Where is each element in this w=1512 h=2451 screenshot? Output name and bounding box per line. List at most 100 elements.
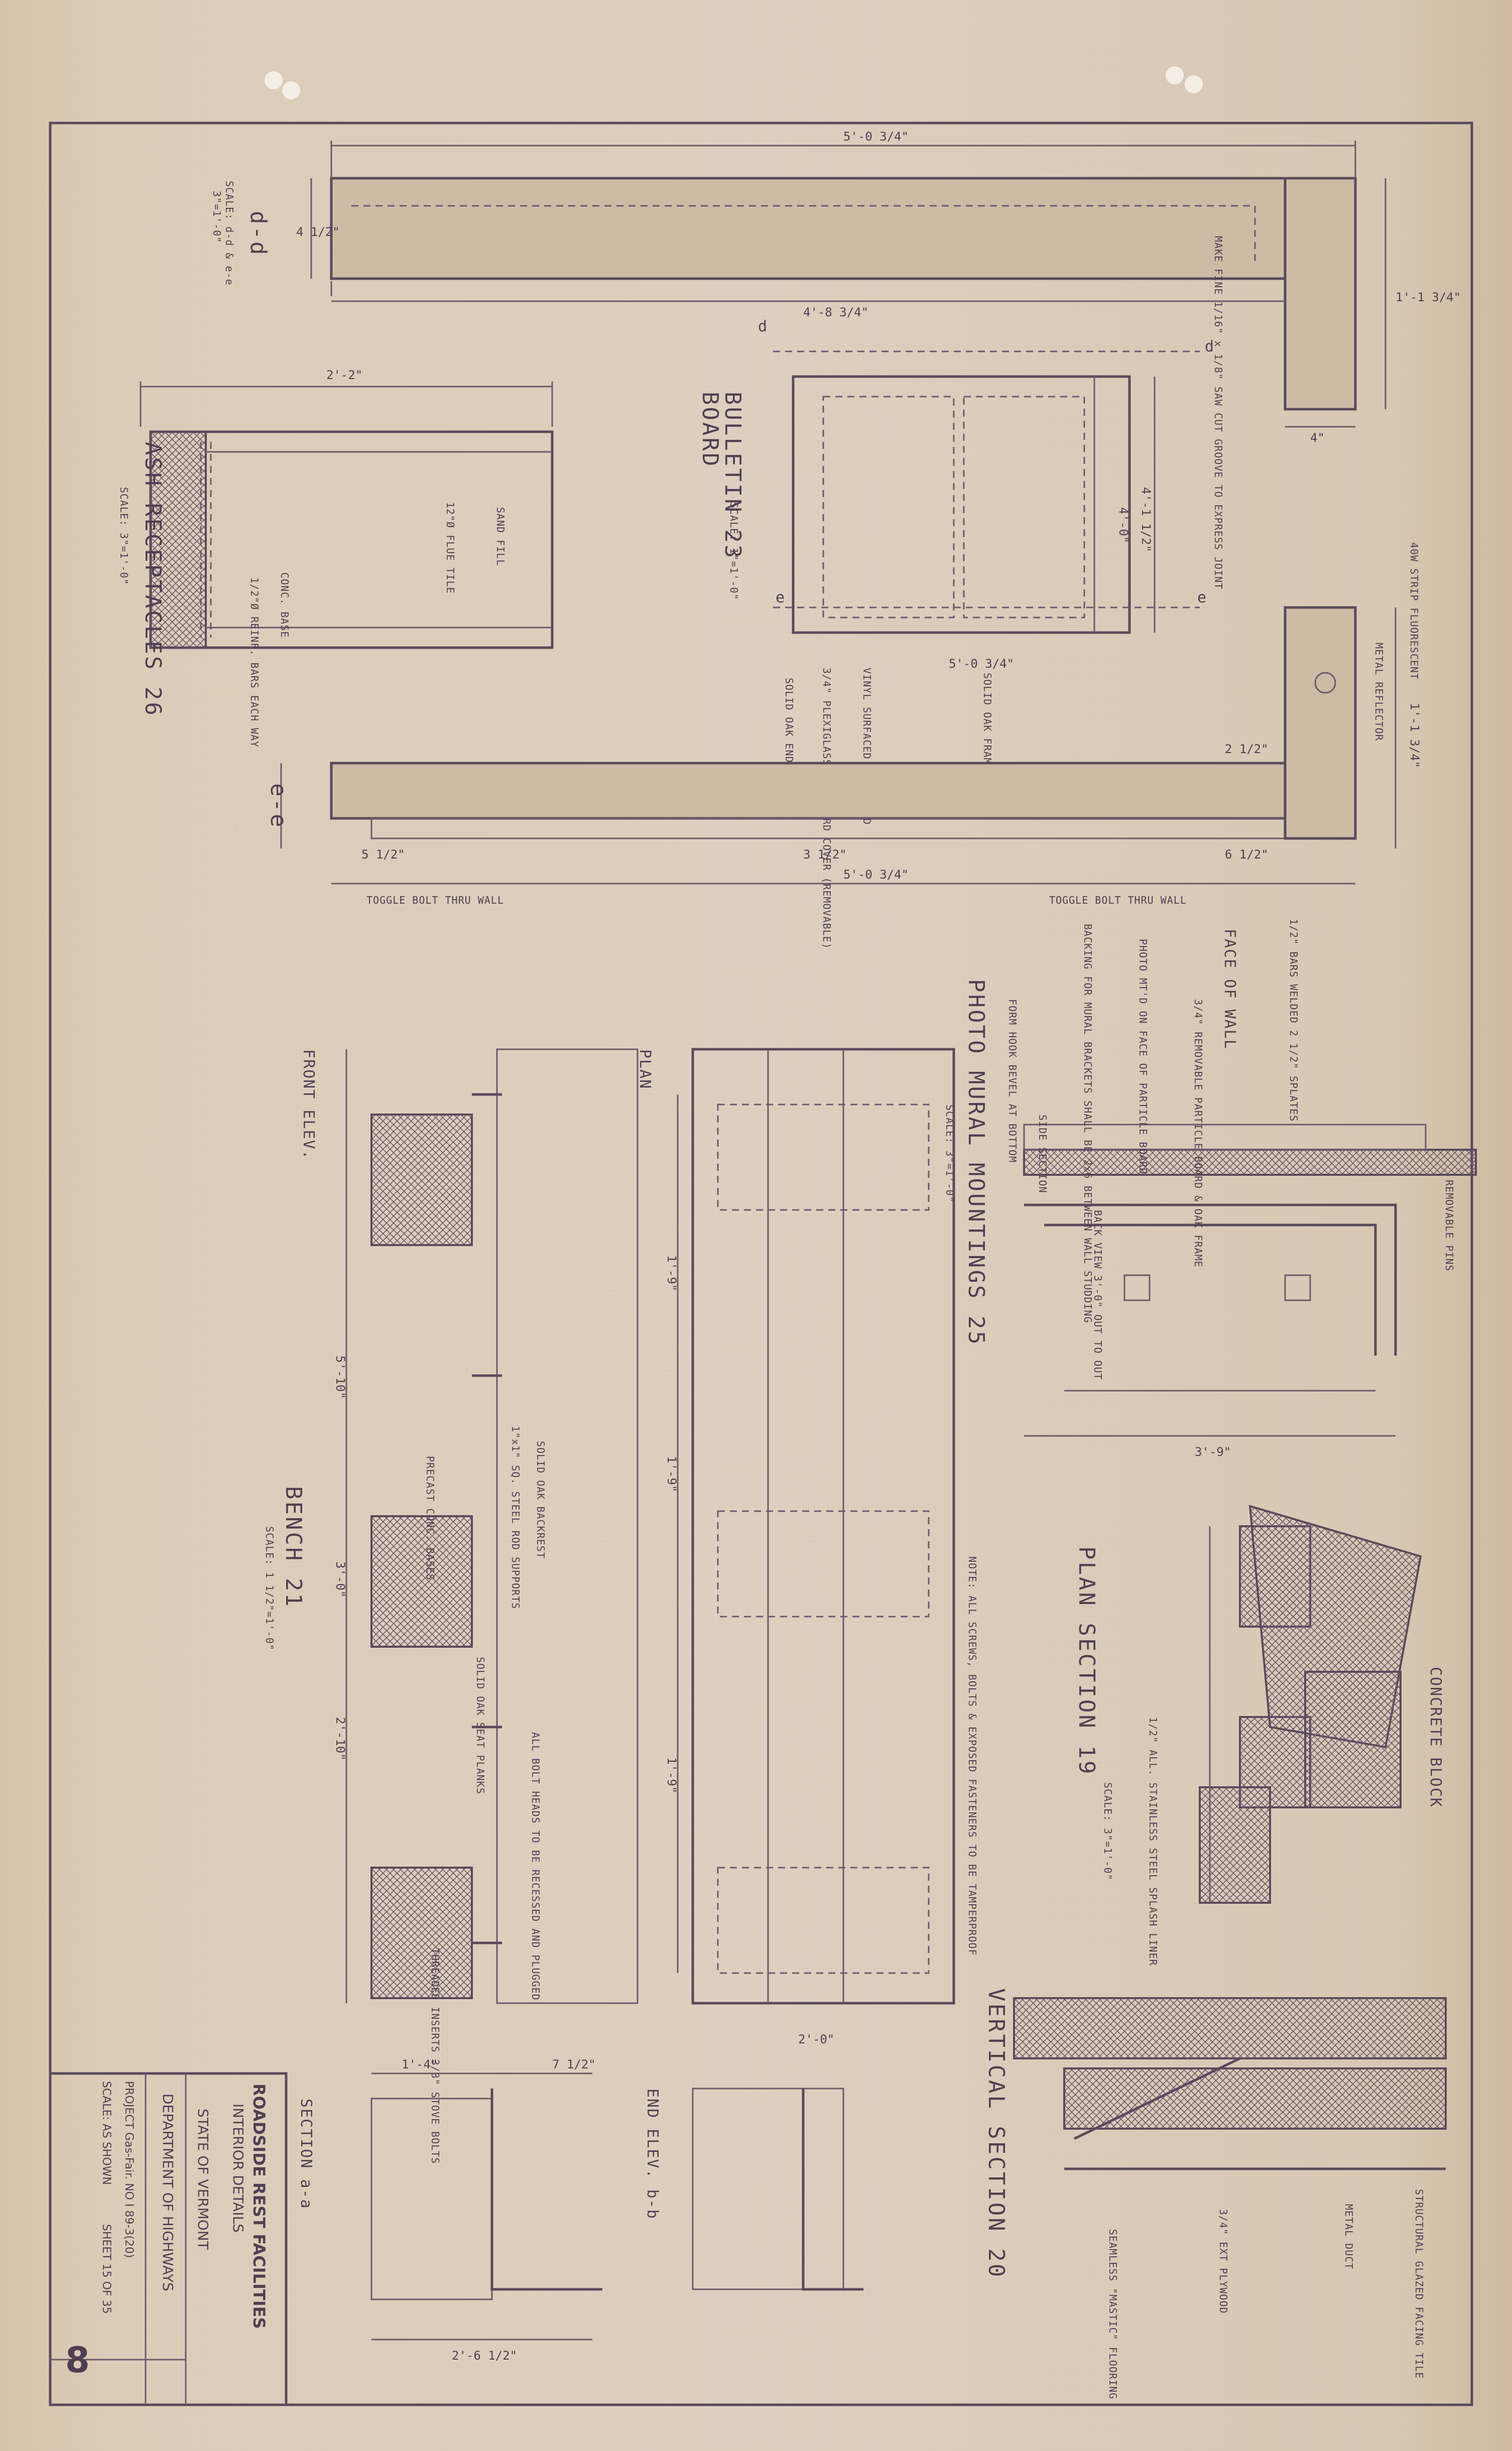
tb-department: DEPARTMENT OF HIGHWAYS	[160, 2094, 176, 2291]
dim-bulletin-height: 4'-1 1/2"	[1139, 487, 1153, 552]
section-mark-d-right: d	[1205, 338, 1215, 355]
plan19-title: PLAN SECTION 19	[1074, 1546, 1099, 1776]
label-plan: PLAN	[636, 1049, 654, 1089]
note-sand-fill: SAND FILL	[494, 507, 507, 566]
conc-block	[1199, 1786, 1271, 1904]
note-removable-board: 3/4" REMOVABLE PARTICLE BOARD & OAK FRAM…	[1192, 999, 1204, 1268]
dim-plan-1: 1'-9"	[665, 1255, 679, 1291]
tb-scale: SCALE: AS SHOWN	[100, 2081, 112, 2185]
dim-plan-width: 2'-0"	[798, 2032, 834, 2046]
dim-ee-right: 6 1/2"	[1225, 847, 1269, 862]
note-threaded-inserts: THREADED INSERTS 3/8" STOVE BOLTS	[429, 1948, 441, 2164]
note-conc-base: CONC. BASE	[279, 572, 291, 638]
detail-dd-scale: SCALE: d-d & e-e	[223, 181, 235, 286]
note-bars-welded: 1/2" BARS WELDED 2 1/2" SPLATES	[1288, 919, 1300, 1122]
title-block: ROADSIDE REST FACILITIES INTERIOR DETAIL…	[49, 2072, 288, 2406]
bulletin-scale: SCALE: 1"=1'-0"	[728, 502, 740, 600]
bench-base-plan	[717, 1867, 930, 1974]
punch-hole	[1185, 75, 1203, 93]
dim-section-2: 2'-6 1/2"	[452, 2349, 517, 2363]
plan19-scale: SCALE: 3"=1'-0"	[1102, 1782, 1114, 1881]
detail-ee: e-e 5'-0 3/4" 5 1/2" 3 1/2" 6 1/2" 2 1/2…	[266, 542, 1422, 906]
punch-hole	[265, 71, 283, 89]
bench-section-rod	[490, 2089, 602, 2291]
dim-ee-mid: 3 1/2"	[803, 847, 847, 862]
section-mark-d-left: d	[758, 318, 768, 335]
mural-bracket	[1284, 1274, 1311, 1301]
note-mastic-flooring: SEAMLESS "MASTIC" FLOORING	[1107, 2229, 1119, 2399]
note-reinf-bars: 1/2"Ø REINF. BARS EACH WAY	[248, 577, 261, 748]
punch-hole	[1166, 66, 1184, 84]
dim-mural-out: 3'-0" OUT TO OUT	[1092, 1275, 1104, 1380]
note-metal-duct: METAL DUCT	[1343, 2204, 1355, 2269]
tb-project-no: PROJECT Gas-Fair. NO I 89-3(20)	[122, 2081, 135, 2258]
bulletin-frame	[792, 375, 1131, 634]
bulletin-title: BULLETIN 23	[720, 392, 745, 560]
bench-title: BENCH 21	[281, 1486, 306, 1609]
bench-base-plan	[717, 1510, 930, 1618]
bench-plan-outline	[691, 1048, 955, 2005]
mural-title: PHOTO MURAL MOUNTINGS 25	[963, 979, 989, 1346]
bench-conc-base	[370, 1515, 473, 1648]
title-block-frame	[49, 2072, 288, 2406]
dim-fixture-height: 1'-1 3/4"	[1408, 703, 1422, 768]
dim-dd-inner: 4'-8 3/4"	[803, 305, 868, 319]
dim-section-1: 1'-4"	[402, 2057, 438, 2071]
ash-title: ASH RECEPTACLES 26	[140, 442, 166, 717]
dim-front-2: 3'-0"	[333, 1561, 347, 1598]
dim-section-3: 7 1/2"	[552, 2057, 596, 2071]
detail-bench: 1'-9" 1'-9" 1'-9" PLAN 5'-10" 3'-0" 2'-1…	[264, 1048, 978, 2363]
detail-ash-receptacles: 2'-2" ASH RECEPTACLES 26 SCALE: 3"=1'-0"…	[118, 368, 554, 748]
fluorescent-lamp-icon	[1314, 672, 1336, 694]
bench-base-plan	[717, 1104, 930, 1211]
bulletin-panel-left	[822, 396, 955, 619]
note-steel-rod: 1"x1" SQ. STEEL ROD SUPPORTS	[510, 1426, 522, 1609]
bulletin-frame-top-section	[330, 177, 1287, 280]
glazed-tile-lower	[1063, 2067, 1447, 2130]
dim-plan-2: 1'-9"	[665, 1456, 679, 1492]
note-bolt-heads: ALL BOLT HEADS TO BE RECESSED AND PLUGGE…	[530, 1732, 542, 2001]
note-seat-planks: SOLID OAK SEAT PLANKS	[474, 1657, 486, 1794]
bench-conc-base	[370, 1867, 473, 1999]
dim-plan-3: 1'-9"	[665, 1757, 679, 1793]
plywood-splash	[1073, 2057, 1241, 2140]
note-ext-plywood: 3/4" EXT PLYWOOD	[1217, 2209, 1229, 2314]
dim-dd-length: 5'-0 3/4"	[843, 130, 909, 144]
dim-dd-height: 1'-1 3/4"	[1396, 290, 1461, 304]
bench-end-elev	[692, 2088, 844, 2290]
detail-photo-mural: 3'-9" 3'-0" OUT TO OUT PHOTO MURAL MOUNT…	[944, 919, 1477, 1459]
dim-bulletin-inner: 4'-0"	[1116, 507, 1130, 543]
vert20-title: VERTICAL SECTION 20	[983, 1988, 1009, 2279]
note-backing: BACKING FOR MURAL BRACKETS SHALL BE 2x6 …	[1082, 924, 1094, 1323]
note-photo-mounted: PHOTO MT'D ON FACE OF PARTICLE BOARD	[1137, 939, 1149, 1174]
label-back-view: BACK VIEW	[1092, 1210, 1104, 1269]
ash-scale: SCALE: 3"=1'-0"	[118, 487, 130, 585]
label-side-section: SIDE SECTION	[1037, 1115, 1049, 1193]
tb-sheet: SHEET 15 OF 35	[100, 2224, 112, 2314]
label-front-elev: FRONT ELEV.	[300, 1049, 317, 1160]
note-metal-reflector: METAL REFLECTOR	[1373, 643, 1385, 741]
bulletin-frame-end-section	[1284, 177, 1357, 411]
note-fluorescent: 40W STRIP FLUORESCENT	[1408, 542, 1420, 680]
tb-state: STATE OF VERMONT	[195, 2109, 211, 2250]
section-mark-e-left: e	[776, 589, 786, 606]
mural-back-frame	[1024, 1203, 1397, 1356]
note-saw-cut: MAKE FINE 1/16" x 1/8" SAW CUT GROOVE TO…	[1212, 236, 1224, 589]
dim-ee-top: 2 1/2"	[1225, 742, 1269, 756]
mural-bracket	[1123, 1274, 1151, 1301]
general-note: NOTE: ALL SCREWS, BOLTS & EXPOSED FASTEN…	[966, 1556, 978, 1956]
dim-ee-left: 5 1/2"	[361, 847, 405, 862]
detail-dd: 5'-0 3/4" 4'-8 3/4" 1'-1 3/4" 4" 4 1/2" …	[211, 130, 1461, 589]
note-flue-tile: 12"Ø FLUE TILE	[444, 502, 456, 594]
detail-dd-title: d-d	[245, 211, 271, 257]
note-toggle-bolt-left: TOGGLE BOLT THRU WALL	[366, 894, 504, 906]
dim-dd-depth: 4 1/2"	[296, 225, 340, 239]
bench-conc-base	[370, 1114, 473, 1246]
note-concrete-block: CONCRETE BLOCK	[1427, 1667, 1444, 1808]
mural-particle-board	[1023, 1124, 1427, 1151]
punch-hole	[282, 81, 300, 99]
note-removable-pins: REMOVABLE PINS	[1443, 1180, 1455, 1272]
note-form-hook: FORM HOOK BEVEL AT BOTTOM	[1006, 999, 1019, 1163]
